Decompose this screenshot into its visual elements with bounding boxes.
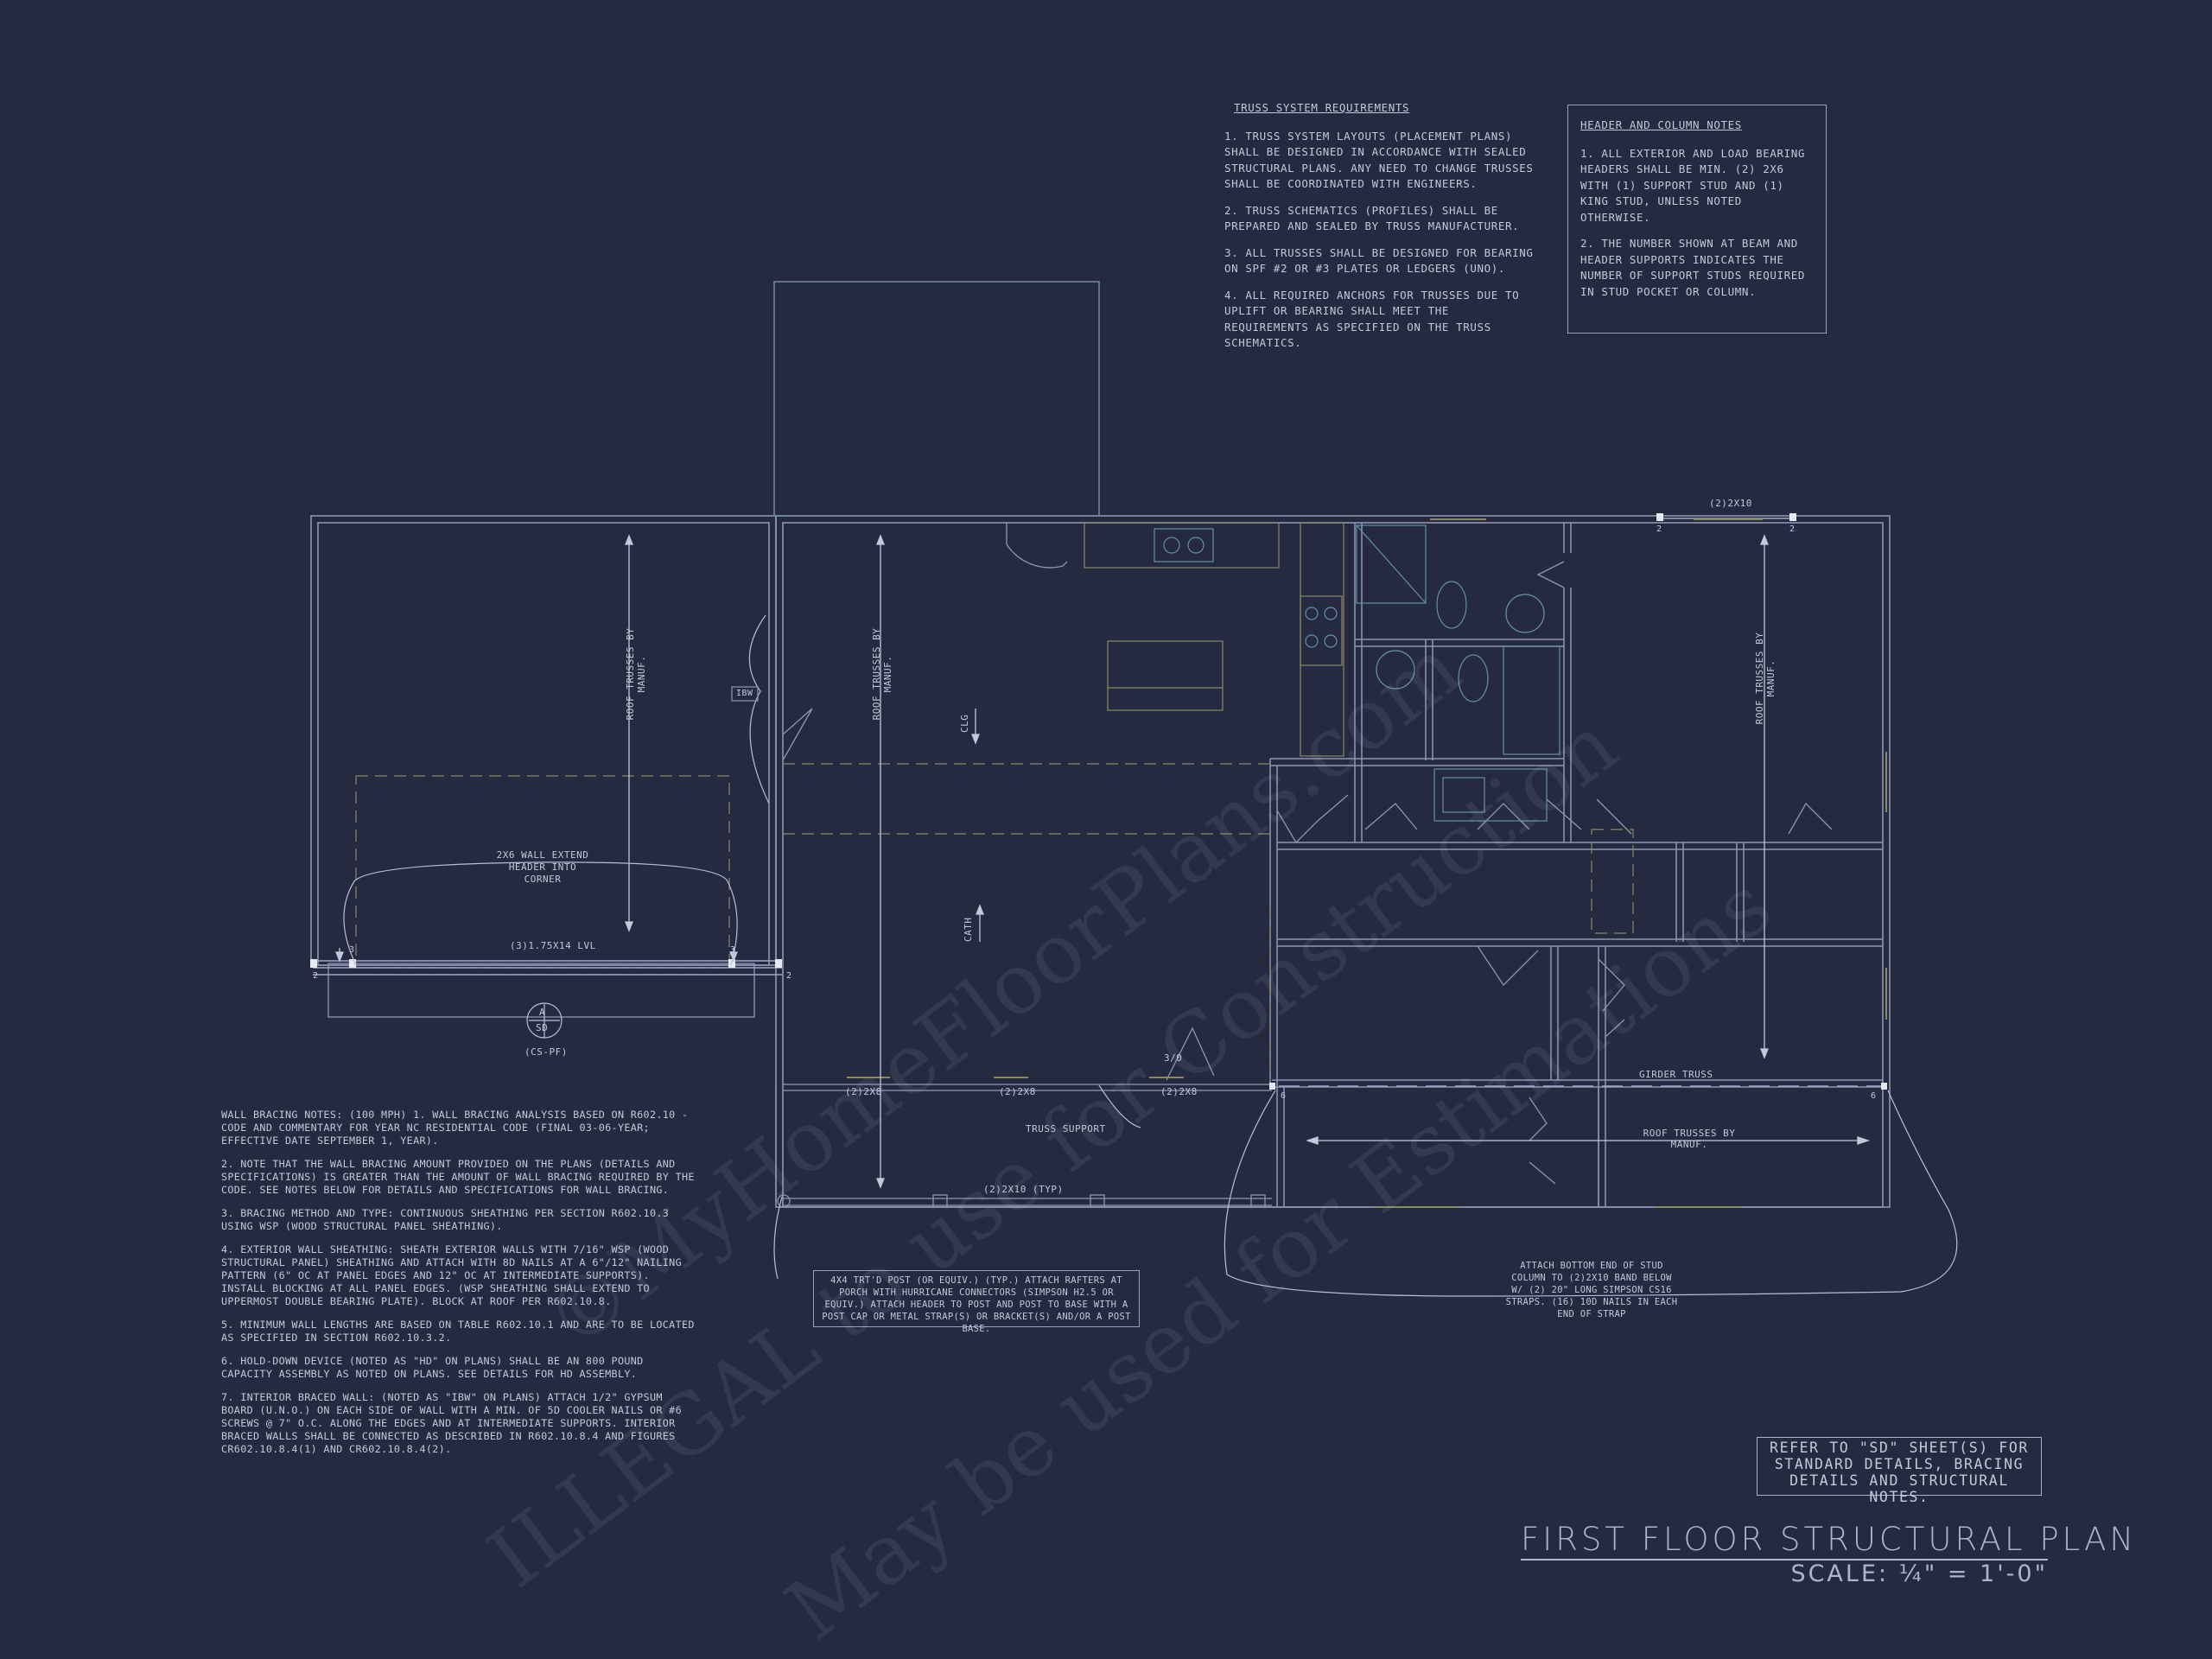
- roof-trusses-label-bedroom: ROOF TRUSSES BY MANUF.: [1754, 632, 1777, 725]
- cath-label: CATH: [963, 917, 974, 943]
- stud-count-4: 2: [786, 971, 792, 981]
- wall-note: 2X6 WALL EXTEND HEADER INTO CORNER: [496, 849, 589, 885]
- sheet-title: FIRST FLOOR STRUCTURAL PLAN: [1521, 1521, 2133, 1560]
- truss-notes-heading: TRUSS SYSTEM REQUIREMENTS: [1234, 101, 1410, 114]
- header-2x8-c: (2)2X8: [1160, 1086, 1198, 1097]
- section-number: A: [539, 1007, 546, 1018]
- header-note-1: 1. ALL EXTERIOR AND LOAD BEARING HEADERS…: [1580, 146, 1806, 224]
- bracing-note-5: 5. MINIMUM WALL LENGTHS ARE BASED ON TAB…: [221, 1319, 695, 1344]
- stud-count-1: 2: [313, 971, 319, 981]
- stud-count-5: 2: [1656, 524, 1662, 534]
- truss-notes: TRUSS SYSTEM REQUIREMENTS 1. TRUSS SYSTE…: [1224, 100, 1535, 362]
- truss-note-4: 4. ALL REQUIRED ANCHORS FOR TRUSSES DUE …: [1224, 288, 1520, 350]
- bracing-note-1: WALL BRACING NOTES: (100 MPH) 1. WALL BR…: [221, 1109, 689, 1147]
- stud-count-8: 6: [1871, 1091, 1877, 1101]
- roof-trusses-label-porch: ROOF TRUSSES BY MANUF.: [1643, 1128, 1736, 1150]
- post-callout: 4X4 TRT'D POST (OR EQUIV.) (TYP.) ATTACH…: [813, 1270, 1140, 1334]
- clg-label: CLG: [959, 714, 970, 733]
- header-note-2: 2. THE NUMBER SHOWN AT BEAM AND HEADER S…: [1580, 237, 1806, 298]
- truss-note-3: 3. ALL TRUSSES SHALL BE DESIGNED FOR BEA…: [1224, 245, 1534, 276]
- bracing-note-3: 3. BRACING METHOD AND TYPE: CONTINUOUS S…: [221, 1207, 670, 1232]
- header-column-notes: HEADER AND COLUMN NOTES 1. ALL EXTERIOR …: [1567, 105, 1827, 334]
- roof-trusses-label-garage: ROOF TRUSSES BY MANUF.: [625, 627, 647, 721]
- strap-callout: ATTACH BOTTOM END OF STUD COLUMN TO (2)2…: [1505, 1261, 1678, 1319]
- lvl-label: (3)1.75X14 LVL: [510, 940, 596, 951]
- truss-note-1: 1. TRUSS SYSTEM LAYOUTS (PLACEMENT PLANS…: [1224, 129, 1534, 191]
- section-sheet: SD: [536, 1022, 549, 1033]
- porch: [327, 963, 1272, 1208]
- truss-note-2: 2. TRUSS SCHEMATICS (PROFILES) SHALL BE …: [1224, 203, 1520, 233]
- bracing-note-6: 6. HOLD-DOWN DEVICE (NOTED AS "HD" ON PL…: [221, 1355, 644, 1380]
- refer-note: REFER TO "SD" SHEET(S) FOR STANDARD DETA…: [1757, 1437, 2042, 1505]
- windows: [847, 518, 1887, 1208]
- truss-support-label: TRUSS SUPPORT: [1026, 1123, 1106, 1135]
- header-notes-heading: HEADER AND COLUMN NOTES: [1580, 118, 1742, 131]
- lvl-beam: [313, 518, 1888, 1087]
- header-2x8-a: (2)2X8: [845, 1086, 882, 1097]
- girder-truss-label: GIRDER TRUSS: [1639, 1069, 1713, 1080]
- stud-count-2: 3: [349, 945, 355, 955]
- door-swings: [782, 523, 1833, 1185]
- header-2x10-typ: (2)2X10 (TYP): [983, 1184, 1064, 1195]
- truss-arrows: [335, 534, 1871, 1189]
- interior-walls: [1269, 523, 1883, 1207]
- header-2x8-b: (2)2X8: [999, 1086, 1036, 1097]
- stud-count-7: 6: [1281, 1091, 1287, 1101]
- wall-bracing-notes: WALL BRACING NOTES: (100 MPH) 1. WALL BR…: [221, 1109, 701, 1466]
- fixtures: [1154, 524, 1560, 822]
- roof-trusses-label-living: ROOF TRUSSES BY MANUF.: [871, 627, 893, 721]
- stud-count-6: 2: [1789, 524, 1796, 534]
- ibw-marker: [731, 686, 759, 702]
- ibw-label: IBW: [736, 689, 753, 698]
- header-2x10-top: (2)2X10: [1709, 498, 1752, 509]
- leader-lines: [343, 614, 1958, 1297]
- exterior-walls: [310, 281, 1891, 1208]
- bracing-note-4: 4. EXTERIOR WALL SHEATHING: SHEATH EXTER…: [221, 1243, 682, 1307]
- door-size-label: 3/0: [1164, 1052, 1183, 1064]
- sheet-scale: SCALE: ¼" = 1'-0": [1790, 1560, 2048, 1587]
- stud-count-3: 3: [730, 945, 736, 955]
- bracing-note-2: 2. NOTE THAT THE WALL BRACING AMOUNT PRO…: [221, 1158, 695, 1196]
- bracing-note-7: 7. INTERIOR BRACED WALL: (NOTED AS "IBW"…: [221, 1391, 682, 1455]
- section-ref: (CS-PF): [524, 1046, 568, 1058]
- kitchen-cabinets: [1084, 522, 1344, 757]
